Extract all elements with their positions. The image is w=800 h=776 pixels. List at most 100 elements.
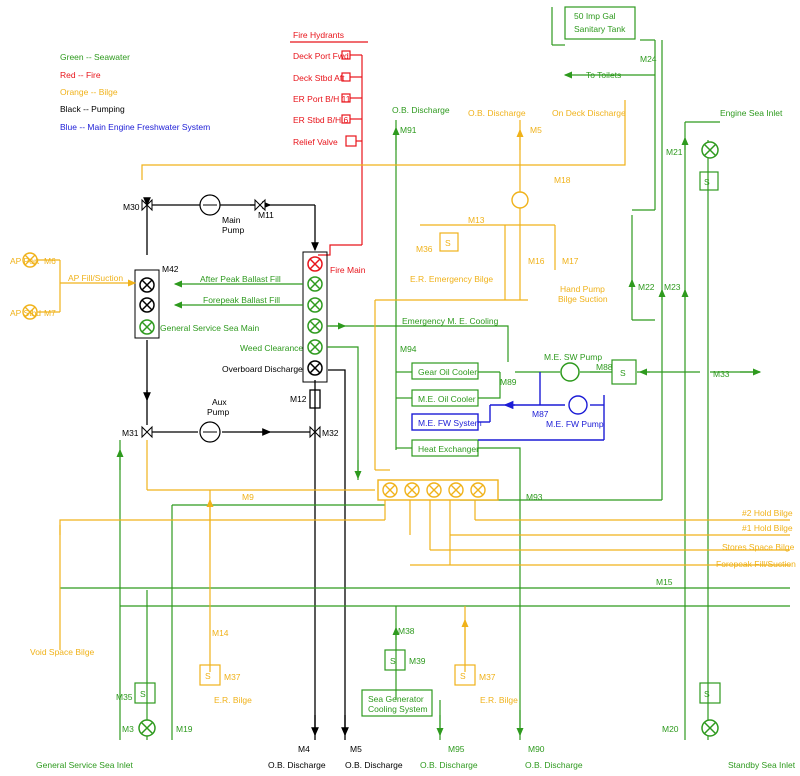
standby-sea-inlet: Standby Sea Inlet	[728, 760, 796, 770]
valve-m14: M14	[212, 628, 229, 638]
sanitary-tank-label-2: Sanitary Tank	[574, 24, 626, 34]
gear-oil-cooler: Gear Oil Cooler	[418, 367, 477, 377]
valve-m35: M35	[116, 692, 133, 702]
valve-m12: M12	[290, 394, 307, 404]
s-label-m37-left: S	[205, 671, 211, 681]
valve-m36: M36	[416, 244, 433, 254]
valve-circle-3	[139, 319, 155, 335]
valve-circle-2	[139, 297, 155, 313]
valve-glyphs	[141, 198, 321, 439]
to-toilets-label: To Toilets	[586, 70, 621, 80]
valve-m23: M23	[664, 282, 681, 292]
s-label-m37-right: S	[460, 671, 466, 681]
fire-main-label: Fire Main	[330, 265, 366, 275]
valve-m5: M5	[350, 744, 362, 754]
legend-black: Black -- Pumping	[60, 104, 125, 114]
me-fw-system: M.E. FW System	[418, 418, 482, 428]
hand-pump-label-1: Hand Pump	[560, 284, 605, 294]
main-pump	[199, 194, 221, 216]
valve-m6: M6	[44, 256, 56, 266]
hydrant-er-stbd: ER Stbd B/H 6	[293, 115, 349, 125]
hydrant-deck-port-fwd: Deck Port Fwd	[293, 51, 349, 61]
general-service-main-label: General Service Sea Main	[160, 323, 259, 333]
legend-blue: Blue -- Main Engine Freshwater System	[60, 122, 210, 132]
valve-m32: M32	[322, 428, 339, 438]
forepeak-label: Forepeak Ballast Fill	[203, 295, 280, 305]
s-label-m88: S	[620, 368, 626, 378]
s-label-engine: S	[704, 177, 710, 187]
ob-discharge-m95: O.B. Discharge	[420, 760, 478, 770]
ob-discharge-bilge: O.B. Discharge	[468, 108, 526, 118]
aux-pump	[199, 421, 221, 443]
heat-exchanger: Heat Exchanger	[418, 444, 479, 454]
legend-orange: Orange -- Bilge	[60, 87, 118, 97]
void-space-bilge: Void Space Bilge	[30, 647, 95, 657]
s-label-m39: S	[390, 656, 396, 666]
hand-pump-label-2: Bilge Suction	[558, 294, 608, 304]
sea-gen-label-2: Cooling System	[368, 704, 428, 714]
ob-discharge-m91: O.B. Discharge	[392, 105, 450, 115]
valve-m4: M4	[298, 744, 310, 754]
bilge-valves	[22, 191, 529, 501]
me-oil-cooler: M.E. Oil Cooler	[418, 394, 476, 404]
valve-m31: M31	[122, 428, 139, 438]
s-label-m35: S	[140, 689, 146, 699]
relief-valve-label: Relief Valve	[293, 137, 338, 147]
valve-m22: M22	[638, 282, 655, 292]
er-bilge-right: E.R. Bilge	[480, 695, 518, 705]
valve-circle-1	[139, 277, 155, 293]
valve-m9: M9	[242, 492, 254, 502]
er-emergency-bilge: E.R. Emergency Bilge	[410, 274, 493, 284]
me-fw-pump	[568, 395, 588, 415]
ob-discharge-m5: O.B. Discharge	[345, 760, 403, 770]
legend-red: Red -- Fire	[60, 70, 101, 80]
aux-pump-label-2: Pump	[207, 407, 229, 417]
seawater-valves	[138, 141, 719, 737]
valve-m37-left: M37	[224, 672, 241, 682]
valve-m94: M94	[400, 344, 417, 354]
me-sw-pump-label: M.E. SW Pump	[544, 352, 602, 362]
valve-m17: M17	[562, 256, 579, 266]
valve-m18: M18	[554, 175, 571, 185]
sanitary-lines	[551, 6, 663, 500]
gs-sea-inlet: General Service Sea Inlet	[36, 760, 133, 770]
valve-m15: M15	[656, 577, 673, 587]
fire-hydrants-title: Fire Hydrants	[293, 30, 344, 40]
valve-m19: M19	[176, 724, 193, 734]
forepeak-fill: Forepeak Fill/Suction	[716, 559, 796, 569]
sea-gen-label-1: Sea Generator	[368, 694, 424, 704]
aux-pump-label: Aux	[212, 397, 227, 407]
valve-m87: M87	[532, 409, 549, 419]
valve-m88: M88	[596, 362, 613, 372]
bilge-lines	[38, 100, 790, 686]
left-manifold	[134, 269, 160, 339]
emergency-cooling-label: Emergency M. E. Cooling	[402, 316, 499, 326]
hydrant-er-port: ER Port B/H 11	[293, 94, 351, 104]
valve-m11: M11	[258, 210, 274, 220]
valve-m91: M91	[400, 125, 417, 135]
engine-sea-inlet: Engine Sea Inlet	[720, 108, 783, 118]
hold1-bilge: #1 Hold Bilge	[742, 523, 793, 533]
hold2-bilge: #2 Hold Bilge	[742, 508, 793, 518]
ob-discharge-m90: O.B. Discharge	[525, 760, 583, 770]
right-manifold	[302, 251, 328, 383]
legend-green: Green -- Seawater	[60, 52, 130, 62]
main-pump-label-2: Pump	[222, 225, 244, 235]
s-label-m36: S	[445, 238, 451, 248]
overboard-label: Overboard Discharge	[222, 364, 303, 374]
valve-m95: M95	[448, 744, 465, 754]
weed-clearance-label: Weed Clearance	[240, 343, 303, 353]
valve-m39: M39	[409, 656, 426, 666]
on-deck-discharge: On Deck Discharge	[552, 108, 626, 118]
valve-m30: M30	[123, 202, 140, 212]
sanitary-tank-label-1: 50 Imp Gal	[574, 11, 616, 21]
valve-m24: M24	[640, 54, 657, 64]
ap-stbd: AP Stbd	[10, 308, 41, 318]
ap-port: AP Port	[10, 256, 40, 266]
ob-discharge-m4: O.B. Discharge	[268, 760, 326, 770]
valve-m93: M93	[526, 492, 543, 502]
ap-fill-suction: AP Fill/Suction	[68, 273, 123, 283]
main-pump-label: Main	[222, 215, 241, 225]
